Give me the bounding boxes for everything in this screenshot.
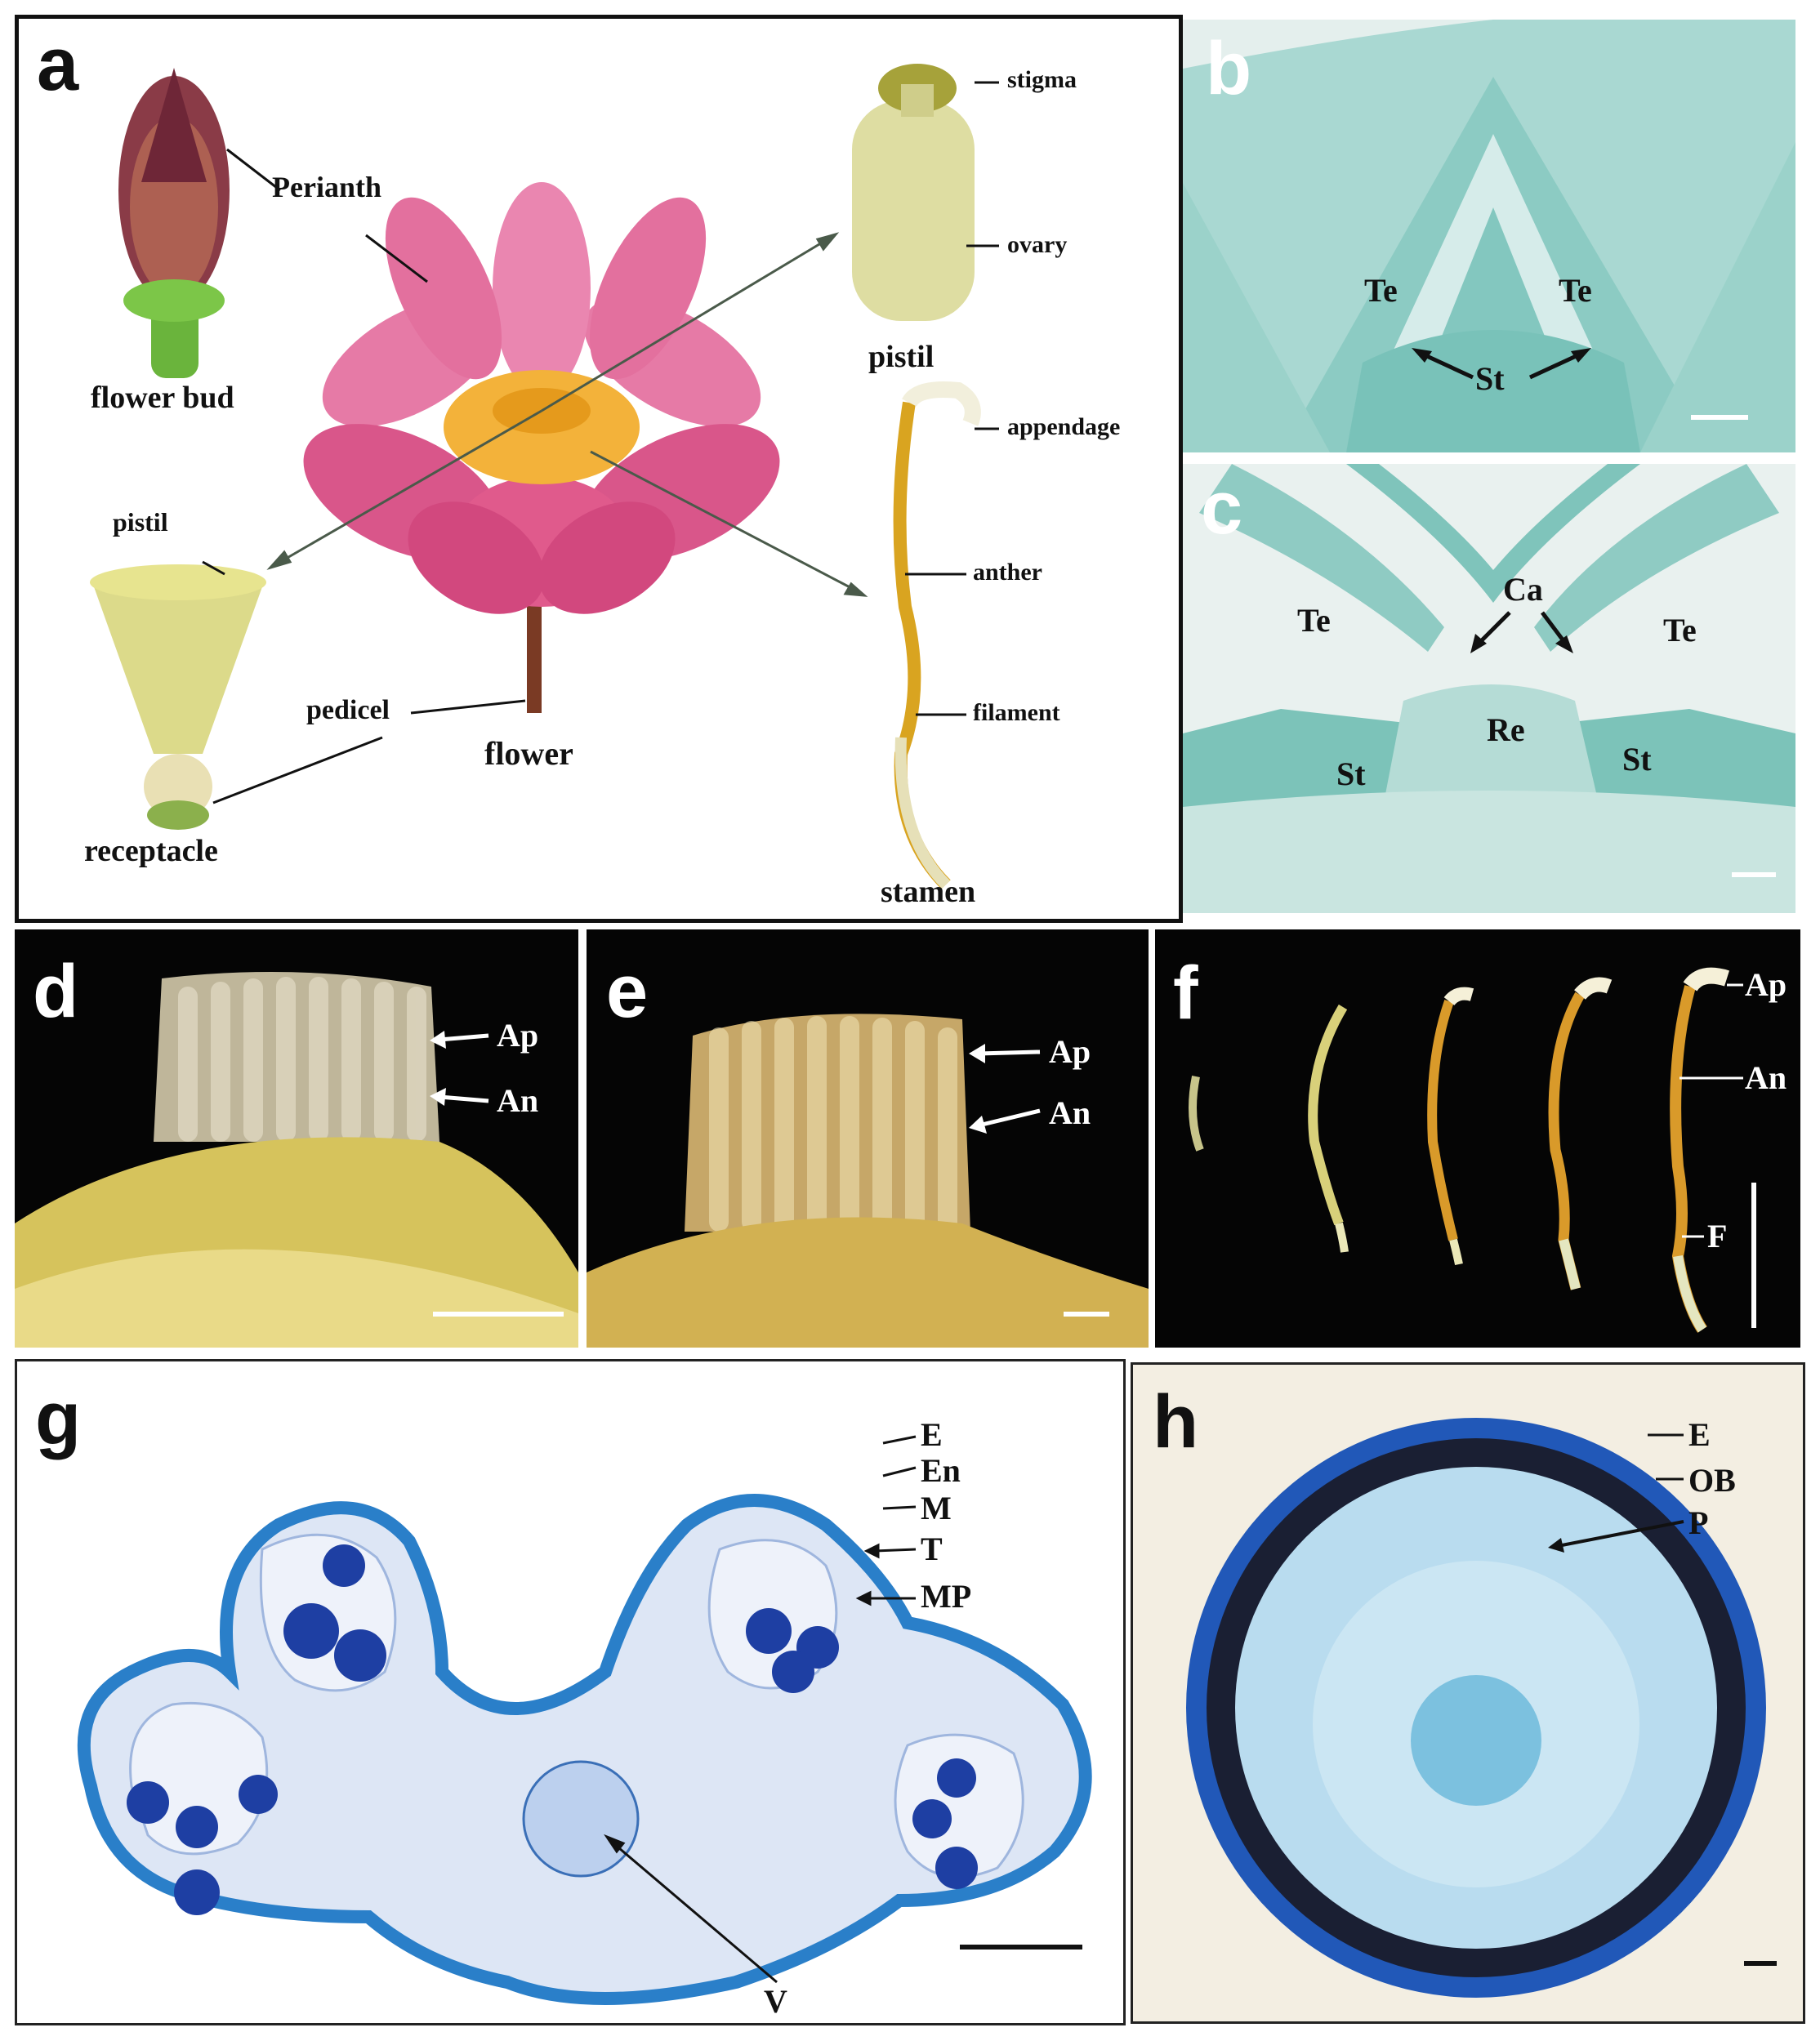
scale-bar: [1744, 1961, 1777, 1966]
ap-label: Ap: [497, 1017, 539, 1054]
panel-c: c Te Te Ca Re St St: [1183, 464, 1795, 913]
en-label: En: [921, 1452, 961, 1489]
panel-d-letter: d: [33, 950, 79, 1033]
lotus-flower-image: [303, 182, 780, 713]
panel-d-arrows: [430, 1031, 489, 1106]
panel-h-letter: h: [1153, 1380, 1199, 1464]
panel-g-letter: g: [35, 1377, 82, 1460]
stamen-label: stamen: [881, 875, 976, 909]
scale-bar: [1691, 415, 1748, 420]
panel-a-letter: a: [37, 23, 79, 106]
panel-e: e Ap An: [587, 929, 1149, 1348]
receptacle-label: receptacle: [84, 834, 218, 868]
panel-h-leaders: [1548, 1433, 1684, 1553]
an-label: An: [1049, 1094, 1091, 1131]
stigma-label: stigma: [1007, 66, 1077, 93]
panel-e-arrows: [969, 1044, 1041, 1134]
f-label: F: [1707, 1218, 1728, 1254]
e-label: E: [921, 1416, 943, 1453]
anther-label: anther: [973, 559, 1042, 586]
te-label-left: Te: [1297, 602, 1331, 639]
panel-h: h E OB P: [1131, 1362, 1805, 2024]
te-label-left: Te: [1364, 272, 1398, 309]
t-label: T: [921, 1531, 943, 1567]
panel-c-letter: c: [1201, 466, 1243, 550]
panel-b-letter: b: [1206, 27, 1252, 110]
re-label: Re: [1487, 711, 1525, 748]
an-label: An: [497, 1082, 539, 1119]
ca-label: Ca: [1503, 571, 1543, 608]
st-label-left: St: [1336, 755, 1366, 792]
v-label: V: [764, 1983, 787, 2020]
panel-c-arrows: [1470, 611, 1573, 653]
panel-a-leader-lines: [202, 81, 999, 804]
stamen-image: [893, 381, 981, 889]
panel-f-letter: f: [1173, 951, 1198, 1035]
p-label: P: [1688, 1504, 1709, 1541]
ap-label: Ap: [1745, 966, 1787, 1003]
panel-b-arrows: [1412, 348, 1591, 380]
filament-label: filament: [973, 699, 1060, 726]
ap-label: Ap: [1049, 1033, 1091, 1070]
st-label: St: [1475, 360, 1505, 397]
scale-bar: [1064, 1312, 1109, 1317]
st-label-right: St: [1622, 741, 1652, 778]
panel-f-stamens: [1155, 929, 1800, 1348]
pedicel-label: pedicel: [306, 695, 390, 725]
panel-e-letter: e: [606, 950, 649, 1033]
mp-label: MP: [921, 1578, 972, 1615]
panel-g-micrograph: [17, 1361, 1123, 2023]
flower-label: flower: [484, 735, 573, 772]
panel-e-micrograph: [587, 929, 1149, 1348]
panel-g: g E En M T MP V: [15, 1359, 1126, 2025]
panel-a-arrows: [266, 232, 868, 597]
perianth-label: Perianth: [272, 171, 381, 203]
panel-d-micrograph: [15, 929, 578, 1348]
panel-b: b Te Te St: [1183, 20, 1795, 452]
pistil-image: [852, 64, 975, 321]
ovary-label: ovary: [1007, 231, 1068, 258]
scale-bar: [960, 1945, 1082, 1950]
panel-b-micrograph: [1183, 20, 1795, 452]
m-label: M: [921, 1490, 952, 1526]
an-label: An: [1745, 1059, 1787, 1096]
appendage-label: appendage: [1007, 413, 1121, 440]
scale-bar: [1732, 872, 1776, 877]
pistil-small-label: pistil: [113, 507, 168, 537]
scale-bar: [433, 1312, 564, 1317]
te-label-right: Te: [1559, 272, 1592, 309]
ob-label: OB: [1688, 1462, 1736, 1499]
panel-f: f Ap An F: [1155, 929, 1800, 1348]
flower-bud-label: flower bud: [91, 381, 234, 415]
panel-c-micrograph: [1183, 464, 1795, 913]
scale-bar: [1751, 1183, 1756, 1328]
te-label-right: Te: [1663, 612, 1697, 648]
flower-bud-image: [118, 68, 230, 378]
panel-d: d Ap An: [15, 929, 578, 1348]
panel-a: a Perianth flower bud flower pedicel pis…: [15, 15, 1183, 923]
panel-h-micrograph: [1133, 1365, 1803, 2021]
e-label: E: [1688, 1416, 1711, 1453]
receptacle-image: [90, 564, 266, 830]
panel-a-illustration: [90, 64, 999, 889]
pistil-label: pistil: [868, 340, 935, 374]
